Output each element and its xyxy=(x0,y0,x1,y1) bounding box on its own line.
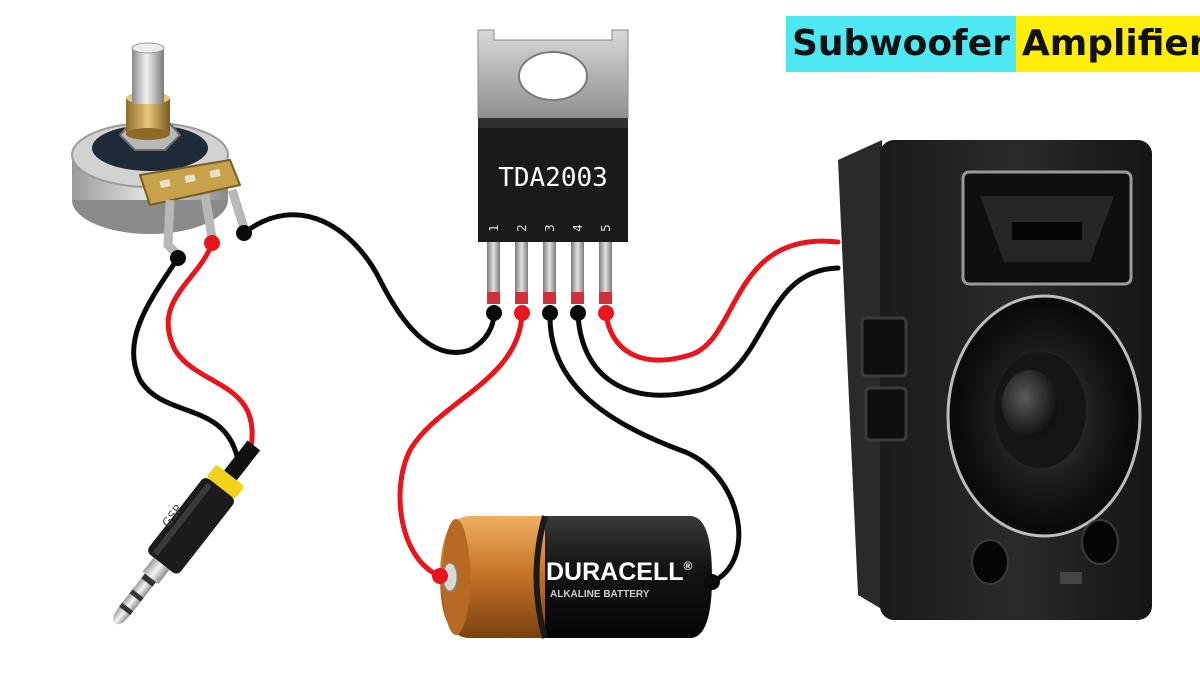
chip-label: TDA2003 xyxy=(498,163,608,193)
battery-icon xyxy=(440,515,712,639)
chip-pin-3-label: 3 xyxy=(543,224,557,232)
battery-subtitle: ALKALINE BATTERY xyxy=(550,589,650,600)
dot-pot-left xyxy=(170,250,186,266)
dot-pot-right xyxy=(236,225,252,241)
title-word-subwoofer: Subwoofer xyxy=(786,16,1016,72)
wire-pin3-to-battery-minus xyxy=(547,310,742,585)
dot-pot-wiper xyxy=(204,235,220,251)
dot-pin-4 xyxy=(570,305,586,321)
potentiometer-icon xyxy=(71,42,249,259)
chip-pin-4-label: 4 xyxy=(571,224,585,232)
wires xyxy=(131,212,841,585)
page-title: Subwoofer Amplifier xyxy=(786,16,1200,72)
dot-battery-plus xyxy=(432,568,448,584)
dot-pin-3 xyxy=(542,305,558,321)
wire-pot-wiper-to-jack xyxy=(165,240,255,465)
dot-pin-1 xyxy=(486,305,502,321)
dot-pin-2 xyxy=(514,305,530,321)
svg-text:DURACELL®: DURACELL® xyxy=(546,558,693,586)
chip-pin-2-label: 2 xyxy=(515,224,529,232)
ic-chip-icon xyxy=(477,29,629,304)
title-word-amplifier: Amplifier xyxy=(1015,16,1200,72)
audio-jack-icon xyxy=(113,440,261,625)
dot-pin-5 xyxy=(598,305,614,321)
wire-pot-to-pin1 xyxy=(241,212,497,355)
wire-pot-left-to-jack xyxy=(131,255,241,463)
dot-battery-minus xyxy=(704,574,720,590)
chip-pin-1-label: 1 xyxy=(487,224,501,232)
wire-pin5-to-speaker xyxy=(603,238,841,363)
chip-pin-5-label: 5 xyxy=(599,224,613,232)
wire-pin2-to-battery-plus xyxy=(397,310,525,579)
battery-reg-mark: ® xyxy=(684,559,693,573)
wire-pin4-to-speaker xyxy=(575,265,841,398)
battery-brand: DURACELL xyxy=(546,558,684,586)
speaker-icon xyxy=(838,140,1152,620)
connection-dots xyxy=(170,225,720,590)
